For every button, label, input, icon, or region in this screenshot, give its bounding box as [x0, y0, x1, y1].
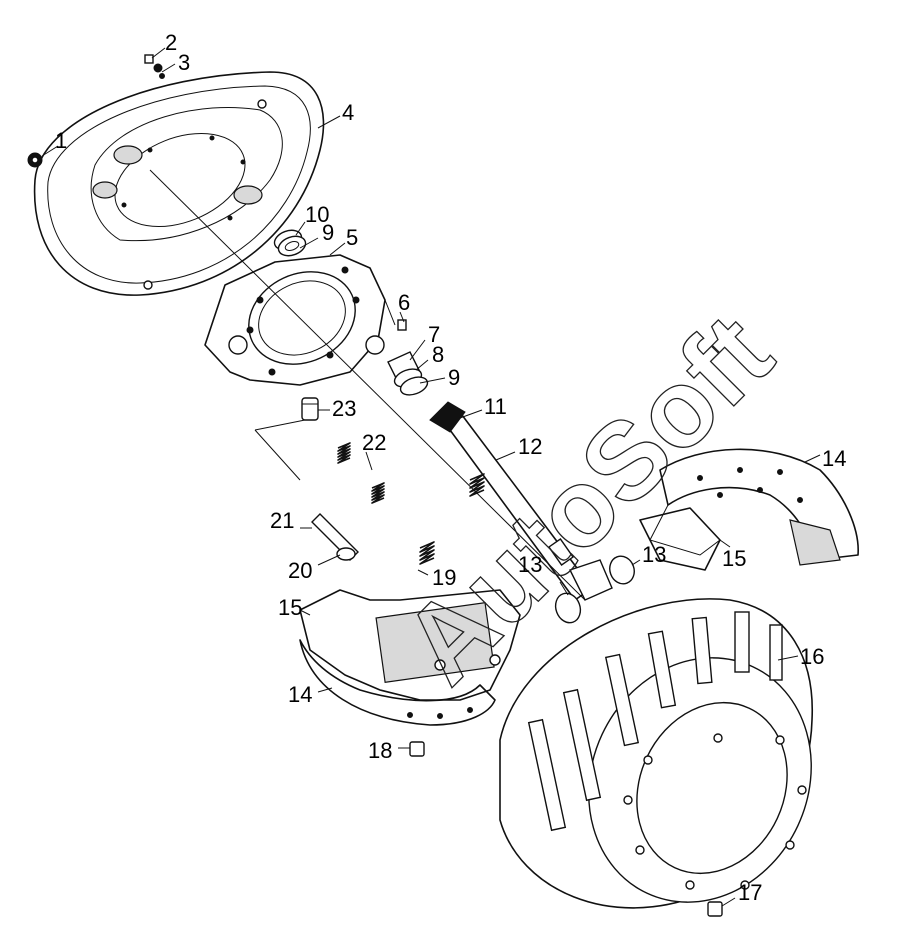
screw-2-washer-3 [144, 54, 165, 79]
callout-15b: 15 [278, 595, 302, 620]
roller-20 [336, 547, 356, 561]
callout-9: 9 [322, 220, 334, 245]
callout-15: 15 [722, 546, 746, 571]
callout-11: 11 [484, 394, 507, 419]
bushing-13-left [554, 592, 582, 624]
callout-5: 5 [346, 225, 358, 250]
callout-19: 19 [432, 565, 456, 590]
return-springs-22 [337, 442, 385, 504]
callout-leaders [41, 47, 821, 907]
callout-16: 16 [800, 644, 824, 669]
callout-22: 22 [362, 430, 386, 455]
callout-21: 21 [270, 508, 294, 533]
bolt-17 [707, 901, 723, 917]
bushing-7-seals-8-9 [387, 351, 429, 396]
callout-17: 17 [738, 880, 762, 905]
brake-drum [499, 598, 814, 909]
callout-2: 2 [165, 30, 177, 55]
brake-shoe-lower [299, 589, 521, 726]
dust-shield-plate [33, 71, 325, 296]
callout-14b: 14 [288, 682, 312, 707]
callout-7: 7 [428, 322, 440, 347]
spring-12 [469, 473, 485, 497]
callout-8: 8 [432, 342, 444, 367]
callout-1: 1 [55, 128, 67, 153]
camshaft-11 [429, 401, 613, 601]
callout-10: 10 [305, 202, 329, 227]
anchor-pin-23 [301, 397, 319, 421]
callout-14: 14 [822, 446, 846, 471]
bushing-13-right [609, 555, 635, 585]
callout-4: 4 [342, 100, 354, 125]
callout-13b: 13 [642, 542, 666, 567]
spring-19 [419, 541, 435, 565]
callout-23: 23 [332, 396, 356, 421]
fitting-18 [409, 741, 425, 757]
callout-labels: 1 2 3 4 10 9 5 6 7 8 9 23 11 22 12 14 21… [55, 30, 846, 905]
callout-13: 13 [518, 552, 542, 577]
bolt-1 [27, 152, 43, 168]
brake-shoe-upper [639, 448, 859, 571]
callout-20: 20 [288, 558, 312, 583]
callout-9b: 9 [448, 365, 460, 390]
centerlines [149, 169, 586, 601]
drum-fins [527, 611, 783, 832]
seal-ring-10-9 [273, 229, 307, 257]
callout-12: 12 [518, 434, 542, 459]
callout-3: 3 [178, 50, 190, 75]
callout-18: 18 [368, 738, 392, 763]
callout-6: 6 [398, 290, 410, 315]
brake-spider [204, 254, 396, 386]
grease-fitting-6 [397, 319, 407, 331]
